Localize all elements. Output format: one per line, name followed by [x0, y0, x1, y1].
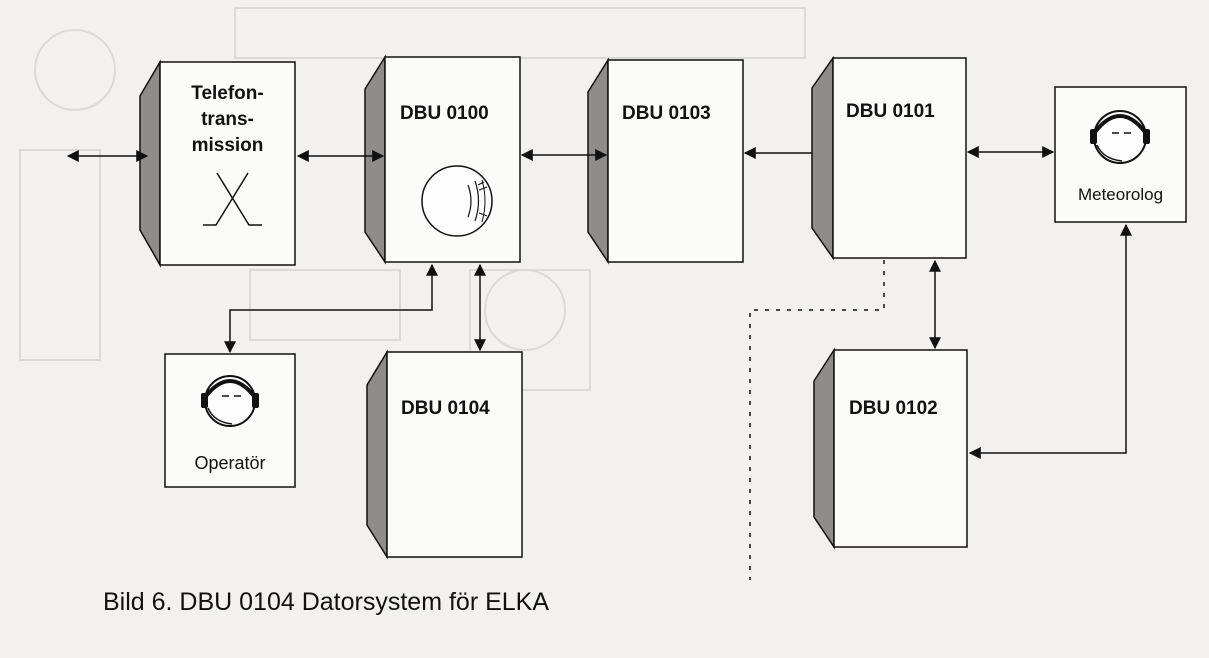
dbu0104-block: [367, 352, 522, 557]
meteorolog-dbu0102-arrow: [970, 225, 1126, 453]
dbu0100-label: DBU 0100: [400, 103, 489, 125]
telefon-line-2: trans-: [160, 107, 295, 133]
operator-label: Operatör: [165, 453, 295, 474]
telefontransmission-label: Telefon- trans- mission: [160, 81, 295, 159]
disk-icon: [422, 166, 492, 236]
telefon-line-3: mission: [160, 133, 295, 159]
dbu0103-block: [588, 60, 743, 262]
dbu0101-label: DBU 0101: [846, 101, 935, 123]
dbu0102-label: DBU 0102: [849, 398, 938, 420]
meteorolog-label: Meteorolog: [1055, 185, 1186, 205]
telefon-line-1: Telefon-: [160, 81, 295, 107]
dbu0102-block: [814, 350, 967, 547]
operator-dbu0100-arrow: [230, 265, 432, 352]
figure-caption: Bild 6. DBU 0104 Datorsystem för ELKA: [103, 588, 549, 617]
dbu0104-label: DBU 0104: [401, 398, 490, 420]
dbu0100-block: [365, 57, 520, 262]
dbu0103-label: DBU 0103: [622, 103, 711, 125]
dbu0101-block: [812, 58, 966, 258]
